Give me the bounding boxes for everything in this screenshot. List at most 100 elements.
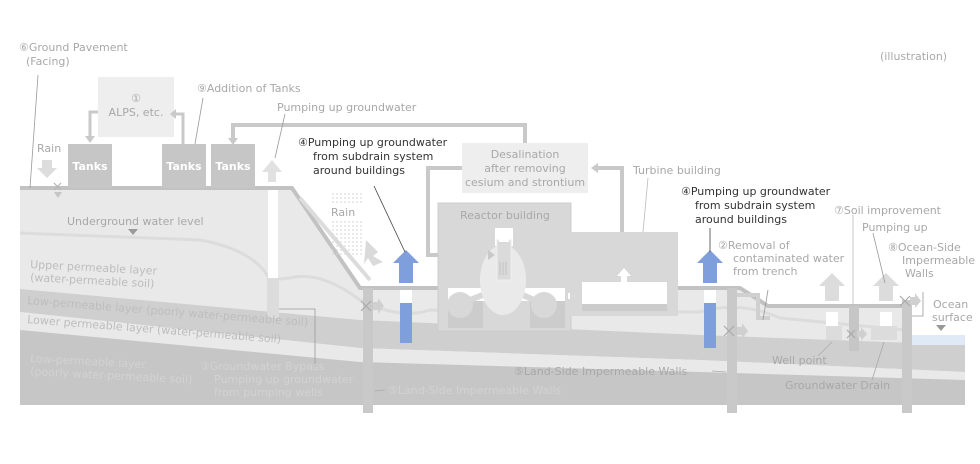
arrow-down-icon <box>85 136 95 143</box>
pumping-up-leader <box>872 232 886 284</box>
ocean-surface-label: Ocean <box>933 298 968 311</box>
arrow-left-icon <box>170 109 176 119</box>
bypass-leader <box>279 308 316 367</box>
removal-trench-label-line3: from trench <box>733 265 797 278</box>
reactor-building-label: Reactor building <box>460 209 550 222</box>
trench <box>737 293 770 320</box>
pumping-top-leader <box>274 113 286 159</box>
subdrain-right-label-line2: from subdrain system <box>695 199 815 212</box>
up-arrow-icon <box>262 160 282 182</box>
up-arrow-icon <box>873 273 899 301</box>
land-side-walls-right-label: ⑤Land-Side Impermeable Walls <box>514 365 688 378</box>
flow-arrow-icon <box>910 293 921 308</box>
ocean-side-wall-leader <box>912 292 924 317</box>
ocean-surface-label-line2: surface <box>932 311 973 324</box>
subdrain-well-right <box>704 303 716 348</box>
removal-trench-label-line2: contaminated water <box>733 252 845 265</box>
subdrain-left-leader <box>373 185 406 253</box>
arrow-left-icon <box>591 163 598 173</box>
slope-rain <box>298 193 383 282</box>
tank-2 <box>162 144 206 188</box>
land-side-wall-left <box>363 288 373 413</box>
subdrain-left-label: ④Pumping up groundwater <box>298 136 448 149</box>
trench-leader <box>762 289 769 321</box>
rain-slope-label: Rain <box>331 206 355 219</box>
turbine-building <box>570 177 678 316</box>
bypass-well <box>267 278 279 318</box>
well-point <box>826 326 842 340</box>
rain-block-marker <box>53 182 62 191</box>
rain-dots <box>332 193 362 255</box>
tank-3-label: Tanks <box>215 160 251 173</box>
ocean-side-walls-label: ⑧Ocean-Side <box>888 241 961 254</box>
groundwater-bypass-label-line3: from pumping wells <box>214 386 323 399</box>
subdrain-right <box>697 228 723 348</box>
subdrain-left <box>373 185 419 343</box>
desalination-label: Desalination <box>491 148 560 161</box>
blue-up-arrow-icon <box>697 250 723 283</box>
illustration-caption: (illustration) <box>880 50 947 63</box>
bypass-well-pipe <box>268 190 278 285</box>
well-point-label: Well point <box>772 354 827 367</box>
rain-arrow-icon <box>37 160 57 178</box>
slope-pipe <box>298 196 372 282</box>
flow-arrow-icon <box>737 323 748 339</box>
ground-pavement-label-line2: (Facing) <box>26 55 70 68</box>
land-side-walls-left-label: ⑤Land-Side Impermeable Walls <box>388 384 562 397</box>
up-arrow-icon <box>819 273 845 301</box>
addition-tanks-leader <box>194 97 204 145</box>
alps-to-tank-pipe <box>88 110 98 138</box>
reactor-building <box>437 202 572 332</box>
alps-box <box>98 77 174 137</box>
water-level-marker-icon <box>128 229 138 235</box>
rain-left-label: Rain <box>37 142 61 155</box>
rain-slope-arrow-icon <box>364 240 383 266</box>
addition-of-tanks-label: ⑨Addition of Tanks <box>197 82 301 95</box>
tank-area <box>37 77 527 318</box>
flow-arrow-icon <box>857 327 867 341</box>
ocean-water <box>905 335 965 345</box>
groundwater-bypass-label-line2: Pumping up groundwater <box>214 373 354 386</box>
tank-to-alps-pipe <box>176 112 185 144</box>
tank-3 <box>211 144 255 188</box>
ocean-side-wall <box>902 300 912 413</box>
ocean-level-marker-icon <box>936 325 946 331</box>
subdrain-well-left-top <box>400 290 412 303</box>
ground-pavement-leader <box>29 74 39 189</box>
tank-1 <box>68 144 112 188</box>
up-arrow-icon <box>617 268 631 282</box>
groundwater-drain-leader <box>871 341 885 381</box>
wall-block-marker <box>723 325 735 337</box>
subdrain-right-label-line3: around buildings <box>695 213 787 226</box>
ocean-side-walls-label-line3: Walls <box>905 267 934 280</box>
soil-improvement-column <box>849 306 859 351</box>
desalination-label-line2: after removing <box>484 162 566 175</box>
subdrain-left-label-line3: around buildings <box>313 164 405 177</box>
blue-up-arrow-icon <box>393 250 419 283</box>
removal-trench-label: ②Removal of <box>718 239 791 252</box>
tank-2-label: Tanks <box>166 160 202 173</box>
down-arrow-icon <box>54 192 62 198</box>
low-permeable-2-label: Low-permeable layer <box>30 352 147 371</box>
tank-1-label: Tanks <box>72 160 108 173</box>
ocean-side-walls-label-line2: Impermeable <box>902 254 975 267</box>
soil-improvement-label: ⑦Soil improvement <box>834 204 942 217</box>
arrow-down-icon <box>228 138 238 145</box>
ground-pavement-label: ⑥Ground Pavement <box>19 41 128 54</box>
subdrain-right-label: ④Pumping up groundwater <box>681 185 831 198</box>
desalination-box <box>462 143 588 193</box>
desalination-label-line3: cesium and strontium <box>465 176 585 189</box>
sea-side-structures <box>817 215 946 413</box>
well-point-leader <box>817 341 833 357</box>
pumping-up-label: Pumping up <box>862 221 928 234</box>
underground-water-level-label: Underground water level <box>67 215 204 228</box>
land-side-left-leader <box>374 389 386 392</box>
subdrain-left-label-line2: from subdrain system <box>313 150 433 163</box>
flow-arrow-icon <box>373 298 384 314</box>
land-side-wall-right <box>727 288 737 413</box>
turbine-leader <box>642 177 649 233</box>
subdrain-well-left <box>400 303 412 343</box>
groundwater-drain <box>871 326 897 340</box>
groundwater-bypass-label: ③Groundwater Bypass <box>200 360 325 373</box>
